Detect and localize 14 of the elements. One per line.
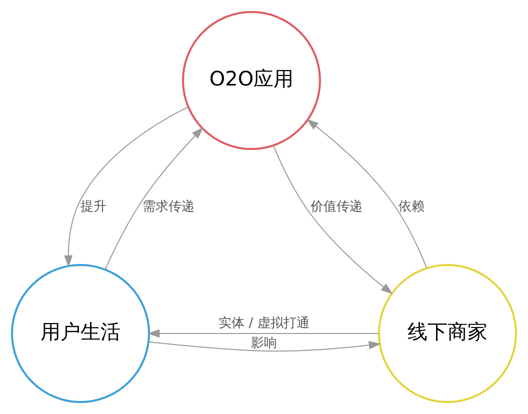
edge-label: 需求传递	[142, 199, 194, 214]
edge-label: 提升	[80, 199, 106, 214]
arrow	[306, 118, 428, 268]
arrow	[148, 329, 380, 338]
arrow	[64, 106, 189, 268]
arrow	[148, 341, 381, 352]
node-circle: 用户生活	[11, 264, 150, 403]
edge-label: 影响	[251, 336, 277, 351]
node-circle: 线下商家	[378, 264, 517, 403]
arrow	[104, 127, 204, 270]
arrow	[272, 145, 393, 294]
edge-label: 依赖	[398, 199, 424, 214]
edge-label: 价值传递	[310, 199, 362, 214]
edge-label: 实体 / 虚拟打通	[218, 316, 310, 331]
